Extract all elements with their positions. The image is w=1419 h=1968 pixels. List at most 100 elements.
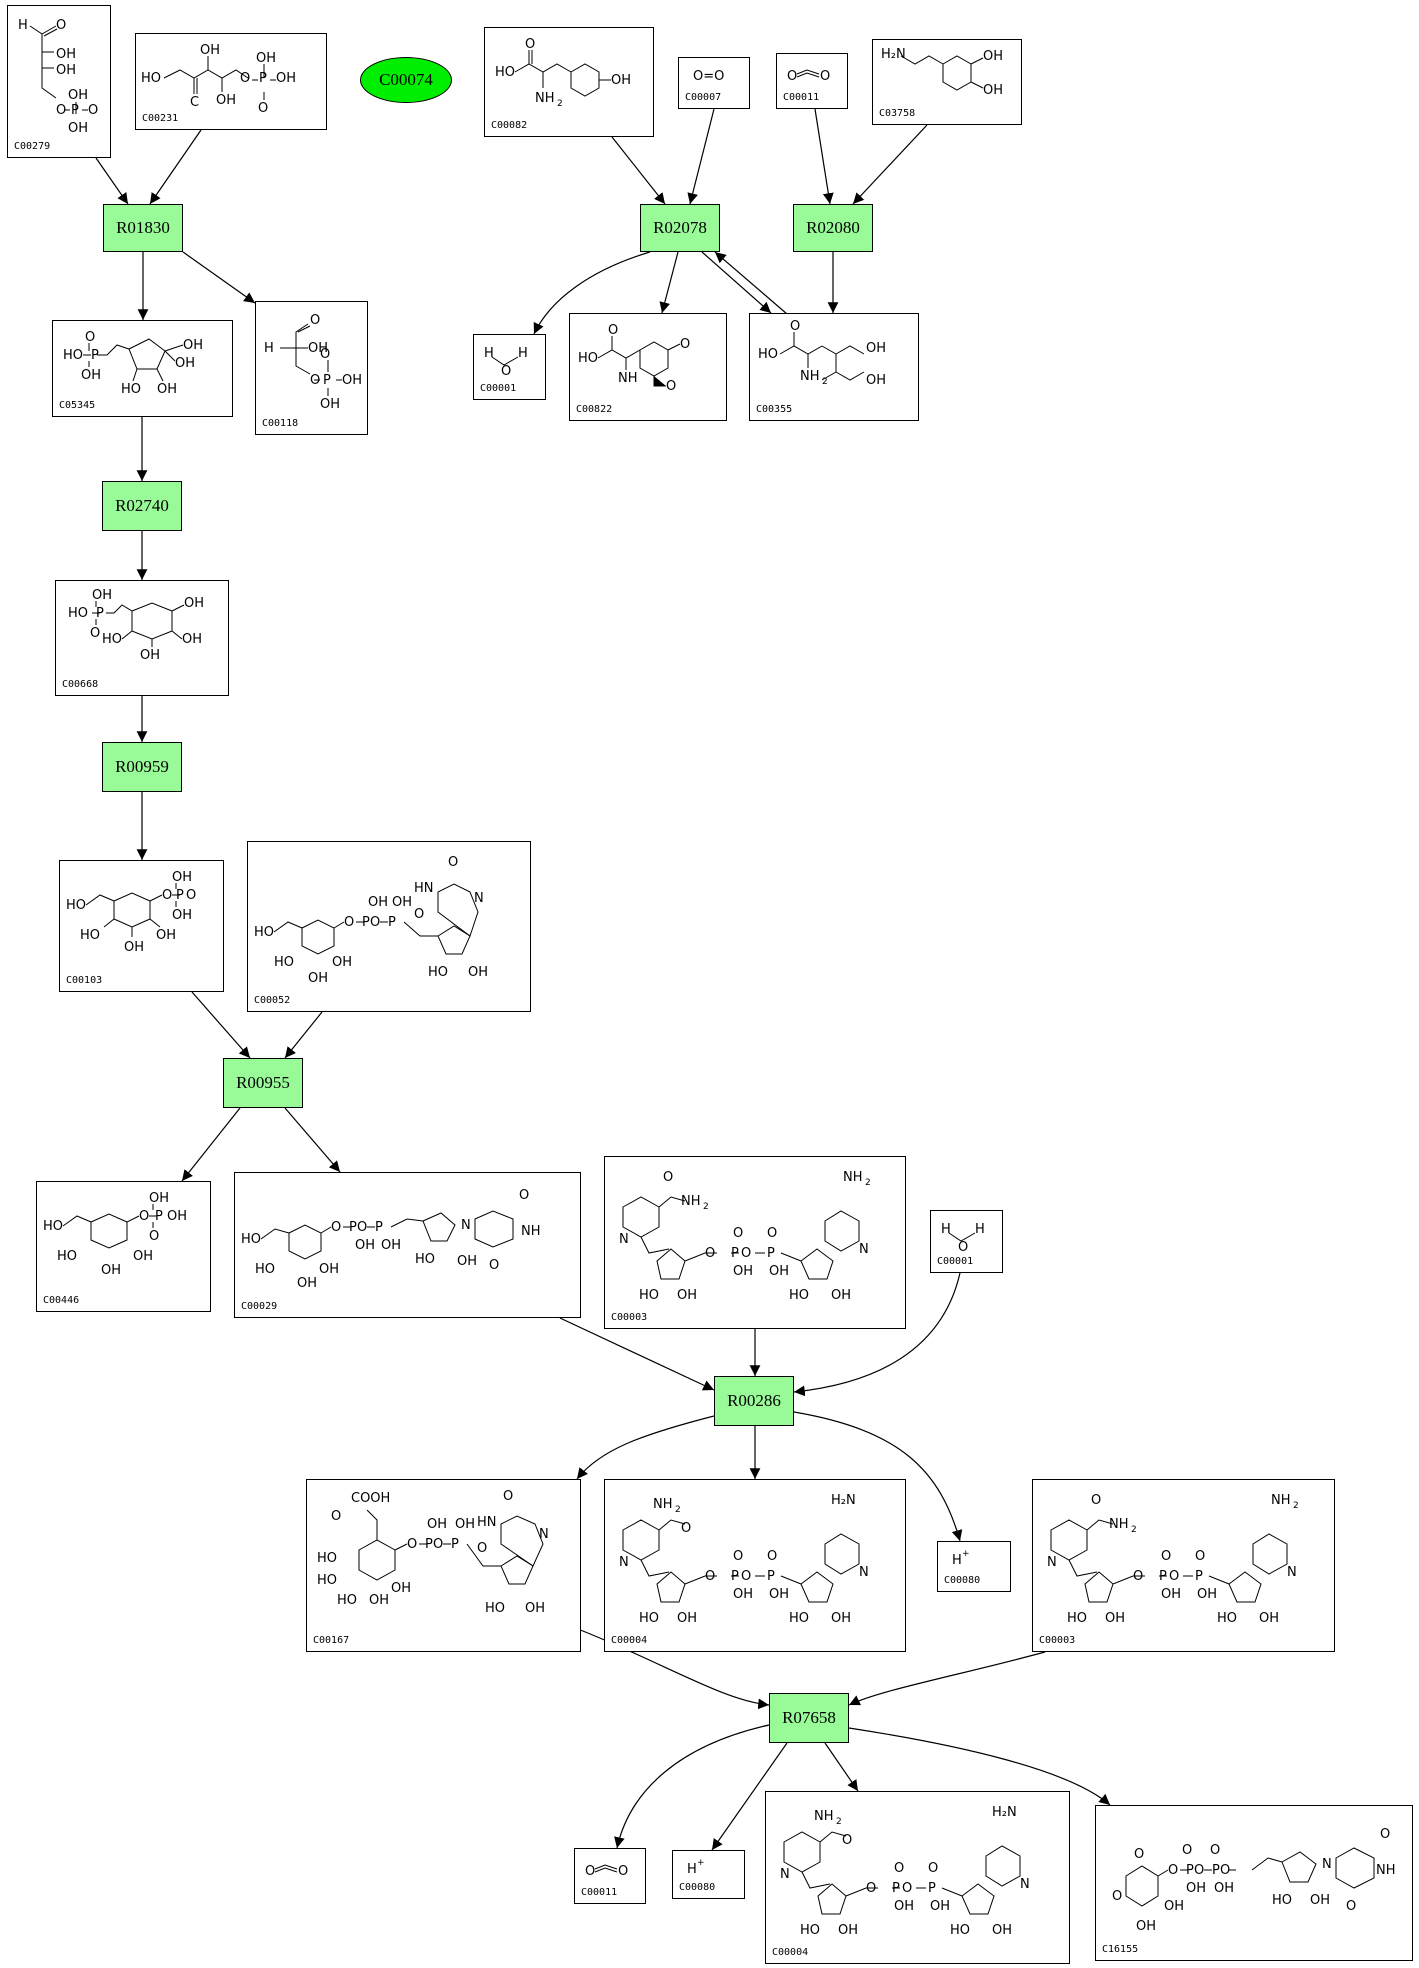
compound-id: C00103 bbox=[66, 975, 103, 986]
svg-text:O: O bbox=[186, 888, 196, 903]
compound-C00082[interactable]: HO O NH 2 OH C00082 bbox=[484, 27, 654, 137]
compound-C00279[interactable]: H O OH OH O P O OH OH C00279 bbox=[7, 5, 111, 158]
svg-text:OH: OH bbox=[1197, 1587, 1217, 1602]
structure-C03758: H₂N OH OH bbox=[881, 47, 1003, 98]
svg-text:N: N bbox=[859, 1565, 869, 1580]
svg-text:O: O bbox=[1161, 1549, 1171, 1564]
svg-text:OH: OH bbox=[140, 648, 160, 663]
compound-C00231[interactable]: HO OH C OH O P OH OH O C00231 bbox=[135, 33, 327, 130]
svg-text:HN: HN bbox=[414, 881, 434, 896]
structure-C00446: HO O P OH OH O HO OH OH bbox=[43, 1191, 187, 1278]
compound-C00003-right[interactable]: NH 2 O N O P O P O O OH OH NH 2 N HO OH … bbox=[1032, 1479, 1335, 1652]
compound-C00167[interactable]: COOH O O P O P OH OH O HN O N HO HO OH H… bbox=[306, 1479, 581, 1652]
compound-id: C00080 bbox=[679, 1882, 716, 1893]
compound-C05345[interactable]: HO O P OH OH OH HO OH C05345 bbox=[52, 320, 233, 417]
reaction-node-R00955[interactable]: R00955 bbox=[223, 1058, 303, 1108]
compound-id: C05345 bbox=[59, 400, 96, 411]
svg-text:HO: HO bbox=[68, 606, 88, 621]
svg-text:O: O bbox=[741, 1246, 751, 1261]
svg-text:HO: HO bbox=[141, 71, 161, 86]
edge-arrow-C00279-R01830 bbox=[95, 157, 129, 205]
svg-text:COOH: COOH bbox=[351, 1491, 390, 1506]
svg-text:O: O bbox=[741, 1569, 751, 1584]
svg-text:O: O bbox=[407, 1537, 417, 1552]
compound-C00004-mid[interactable]: NH 2 O N O P O P O O OH OH H₂N N HO OH H… bbox=[604, 1479, 906, 1652]
compound-C00029[interactable]: HO O P O P OH OH N O NH O HO OH HO OH OH… bbox=[234, 1172, 581, 1318]
svg-text:OH: OH bbox=[525, 1601, 545, 1616]
svg-text:OH: OH bbox=[733, 1264, 753, 1279]
reaction-node-R02078[interactable]: R02078 bbox=[640, 204, 720, 252]
svg-text:OH: OH bbox=[172, 908, 192, 923]
structure-C00080: H + bbox=[952, 1549, 970, 1568]
svg-text:P: P bbox=[323, 373, 331, 388]
compound-C00001[interactable]: H O H C00001 bbox=[473, 334, 546, 400]
reaction-node-R07658[interactable]: R07658 bbox=[769, 1693, 849, 1743]
svg-text:O: O bbox=[608, 323, 618, 338]
structure-C00279: H O OH OH O P O OH OH bbox=[18, 18, 98, 136]
compound-C00822[interactable]: HO O O O NH C00822 bbox=[569, 313, 727, 421]
svg-text:H: H bbox=[952, 1553, 962, 1568]
svg-text:NH: NH bbox=[618, 371, 638, 386]
compound-C16155[interactable]: O O O P O P O O O OH OH N O NH O HO OH O… bbox=[1095, 1805, 1413, 1961]
orphan-compound-C00074[interactable]: C00074 bbox=[360, 57, 452, 103]
compound-C00052[interactable]: HO O P O P OH OH O HN O N HO OH HO OH OH… bbox=[247, 841, 531, 1012]
compound-C00446[interactable]: HO O P OH OH O HO OH OH C00446 bbox=[36, 1181, 211, 1312]
compound-C00103[interactable]: HO O P O OH OH HO OH OH C00103 bbox=[59, 860, 224, 992]
structure-C00355: HO O NH 2 OH OH bbox=[758, 319, 886, 388]
compound-C00668[interactable]: HO OH P O OH OH OH HO C00668 bbox=[55, 580, 229, 696]
svg-text:OH: OH bbox=[308, 971, 328, 986]
svg-text:OH: OH bbox=[332, 955, 352, 970]
reaction-node-R02080[interactable]: R02080 bbox=[793, 204, 873, 252]
compound-C00355[interactable]: HO O NH 2 OH OH C00355 bbox=[749, 313, 919, 421]
edge-arrow-R00955-C00029 bbox=[284, 1107, 341, 1173]
edge-arrow-R00955-C00446 bbox=[181, 1107, 241, 1182]
svg-text:OH: OH bbox=[308, 341, 328, 356]
svg-text:HO: HO bbox=[63, 348, 83, 363]
structure-C00004: NH 2 O N O P O P O O OH OH H₂N N HO OH H… bbox=[780, 1805, 1030, 1938]
svg-text:O: O bbox=[370, 915, 380, 930]
svg-text:OH: OH bbox=[200, 43, 220, 58]
edge-arrow-C00355-R02078 bbox=[714, 251, 788, 315]
svg-text:2: 2 bbox=[865, 1178, 871, 1188]
svg-text:HO: HO bbox=[274, 955, 294, 970]
compound-C03758[interactable]: H₂N OH OH C03758 bbox=[872, 39, 1022, 125]
svg-text:OH: OH bbox=[319, 1262, 339, 1277]
svg-text:OH: OH bbox=[68, 88, 88, 103]
svg-text:O: O bbox=[866, 1881, 876, 1896]
svg-text:OH: OH bbox=[183, 338, 203, 353]
svg-text:OH: OH bbox=[369, 1593, 389, 1608]
compound-C00080-lower[interactable]: H + C00080 bbox=[672, 1850, 745, 1899]
compound-id: C00004 bbox=[772, 1947, 809, 1958]
svg-text:O: O bbox=[733, 1549, 743, 1564]
svg-text:O: O bbox=[842, 1833, 852, 1848]
svg-text:P: P bbox=[349, 1220, 357, 1235]
compound-C00080-upper[interactable]: H + C00080 bbox=[937, 1541, 1011, 1592]
reaction-node-R02740[interactable]: R02740 bbox=[102, 481, 182, 531]
compound-id: C00118 bbox=[262, 418, 299, 429]
structure-C16155: O O O P O P O O O OH OH N O NH O HO OH O… bbox=[1112, 1827, 1396, 1934]
svg-text:O: O bbox=[820, 69, 830, 84]
reaction-node-R01830[interactable]: R01830 bbox=[103, 204, 183, 252]
svg-text:NH: NH bbox=[521, 1224, 541, 1239]
svg-text:O: O bbox=[1134, 1847, 1144, 1862]
svg-text:OH: OH bbox=[866, 373, 886, 388]
svg-text:H₂N: H₂N bbox=[992, 1805, 1017, 1820]
compound-C00011-lower[interactable]: O O C00011 bbox=[574, 1848, 646, 1904]
compound-C00003-top[interactable]: NH 2 O N O P O P O O OH OH NH 2 N HO OH … bbox=[604, 1156, 906, 1329]
svg-text:O: O bbox=[902, 1881, 912, 1896]
compound-C00004-lower[interactable]: NH 2 O N O P O P O O OH OH H₂N N HO OH H… bbox=[765, 1791, 1070, 1964]
compound-C00001-lower[interactable]: H O H C00001 bbox=[930, 1210, 1003, 1273]
svg-text:HO: HO bbox=[789, 1288, 809, 1303]
svg-text:O: O bbox=[1194, 1863, 1204, 1878]
svg-text:N: N bbox=[1322, 1857, 1332, 1872]
reaction-node-R00959[interactable]: R00959 bbox=[102, 742, 182, 792]
svg-text:HO: HO bbox=[337, 1593, 357, 1608]
compound-C00118[interactable]: H O OH O P OH O OH C00118 bbox=[255, 301, 368, 435]
svg-text:OH: OH bbox=[1161, 1587, 1181, 1602]
compound-C00007[interactable]: O=O C00007 bbox=[678, 57, 750, 109]
compound-C00011[interactable]: O O C00011 bbox=[776, 53, 848, 109]
compound-id: C00007 bbox=[685, 92, 722, 103]
reaction-node-R00286[interactable]: R00286 bbox=[714, 1376, 794, 1426]
edge-arrow-R07658-C00080 bbox=[711, 1742, 788, 1851]
svg-text:O: O bbox=[705, 1569, 715, 1584]
